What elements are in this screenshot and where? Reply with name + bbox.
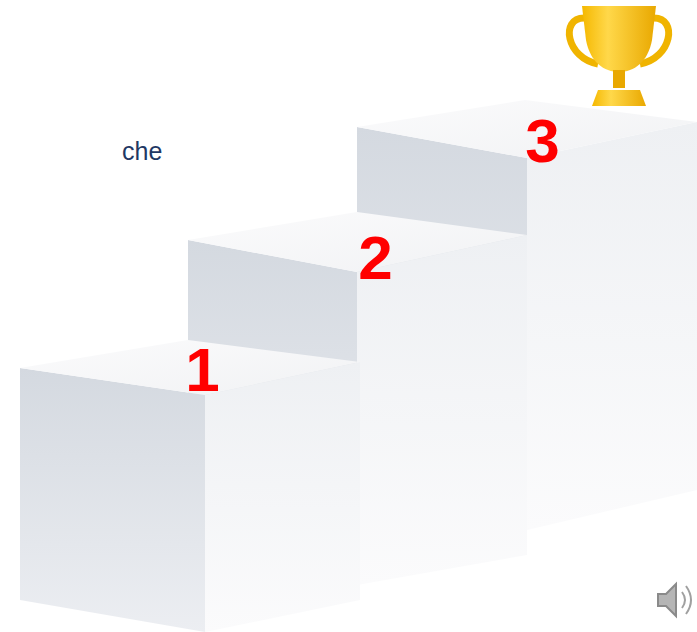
text-fragment: che [122, 137, 162, 166]
step-number-box: 3 [505, 103, 580, 178]
step-number: 3 [525, 110, 559, 172]
step-number-box: 1 [165, 332, 240, 407]
speaker-icon [658, 584, 691, 616]
trophy-icon [569, 6, 668, 106]
step-number-box: 2 [338, 220, 413, 295]
step-number: 1 [185, 339, 219, 401]
step-number: 2 [358, 227, 392, 289]
